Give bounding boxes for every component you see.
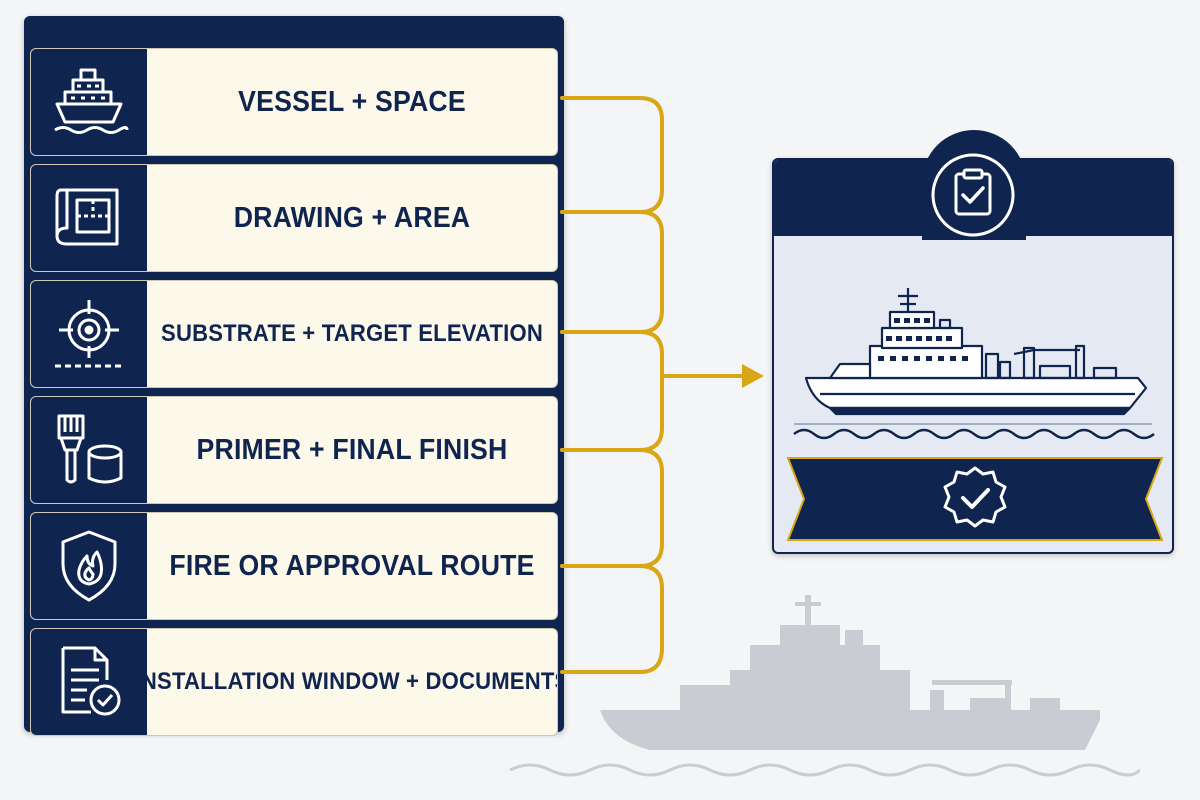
background-vessel-silhouette-icon [509,595,1140,777]
approval-banner [786,457,1164,541]
requirement-row-vessel-space: VESSEL + SPACE [30,48,558,156]
requirement-row-installation-documents: INSTALLATION WINDOW + DOCUMENTS [30,628,558,736]
requirement-label: INSTALLATION WINDOW + DOCUMENTS [134,668,558,695]
requirement-label: SUBSTRATE + TARGET ELEVATION [161,320,543,347]
blueprint-icon [31,165,147,271]
requirement-row-primer-finish: PRIMER + FINAL FINISH [30,396,558,504]
requirement-label: VESSEL + SPACE [238,85,466,118]
fire-shield-icon [31,513,147,619]
document-check-icon [31,629,147,735]
result-card [772,130,1174,554]
clipboard-check-icon [931,153,1015,237]
requirement-label: FIRE OR APPROVAL ROUTE [169,549,535,582]
requirements-panel: VESSEL + SPACE DRAWING + AREA [24,16,564,736]
requirement-row-substrate-elevation: SUBSTRATE + TARGET ELEVATION [30,280,558,388]
target-icon [31,281,147,387]
paint-brush-can-icon [31,397,147,503]
approval-seal-icon [943,466,1007,528]
requirement-label: DRAWING + AREA [233,201,471,234]
requirement-row-drawing-area: DRAWING + AREA [30,164,558,272]
research-vessel-icon [793,288,1155,440]
requirement-label: PRIMER + FINAL FINISH [196,433,508,466]
arrow-head-icon [742,364,764,388]
ship-icon [31,49,147,155]
requirement-row-fire-approval: FIRE OR APPROVAL ROUTE [30,512,558,620]
